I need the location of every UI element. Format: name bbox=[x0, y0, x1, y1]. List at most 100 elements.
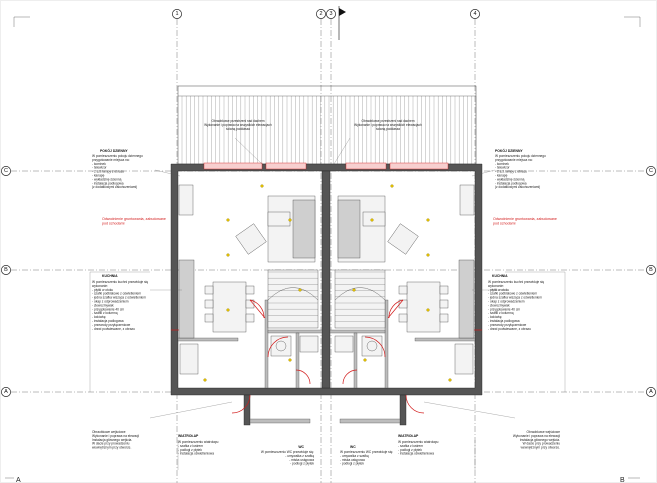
annotation-line: W pomieszczeniu kuchni przewiduje się bbox=[488, 280, 544, 284]
axis-label-2: 2 bbox=[319, 11, 322, 17]
annotation-line: - przewody przyłączeniowe bbox=[488, 323, 526, 327]
light-point-icon bbox=[288, 358, 292, 362]
axis-bubble-3: 3 bbox=[326, 9, 336, 19]
annotation-line: Obraobkowe przestrzeni nad dachem bbox=[362, 119, 415, 123]
annotation-line: - telewizor bbox=[92, 166, 107, 170]
light-point-icon bbox=[203, 378, 207, 382]
lighting-points bbox=[203, 184, 452, 382]
annotation-line: - szafki podblatowe z oświetleniem bbox=[488, 292, 537, 296]
annotation-line: Wykonanie i poprawa na wszystkich elewac… bbox=[204, 123, 272, 127]
annotation-line: - instalacja podłogowa bbox=[92, 181, 124, 185]
axis-bubble-a-right: A bbox=[646, 387, 656, 397]
annotation-line: W pomieszczeniu pokoju dziennego bbox=[495, 154, 546, 158]
axis-label-4: 4 bbox=[473, 11, 476, 17]
note-living-left: W pomieszczeniu pokoju dziennegoprzygoto… bbox=[92, 154, 143, 189]
axis-bubble-b-left: B bbox=[1, 265, 11, 275]
annotation-line: - podłogi z płytek bbox=[178, 448, 202, 452]
note-kitchen-right-title: KUCHNIA bbox=[492, 274, 508, 278]
annotation-line: - przygotowanie 40 cm bbox=[488, 307, 520, 311]
note-vestibule-right-title: WIATROŁAP bbox=[398, 434, 419, 438]
annotation-line: - kanapę bbox=[495, 174, 508, 178]
annotation-line: przygotowanie miejsca na: bbox=[495, 158, 533, 162]
note-kitchen-left-title: KUCHNIA bbox=[102, 274, 118, 278]
annotation-line: pod schodami bbox=[493, 221, 516, 225]
annotation-line: - szafki z kolumną bbox=[488, 311, 514, 315]
note-living-left-title: POKÓJ DZIENNY bbox=[100, 148, 128, 153]
note-kitchen-left: W pomieszczeniu kuchni przewiduje sięwyk… bbox=[92, 280, 148, 331]
annotation-line: W pomieszczeniu WC przewiduje się: bbox=[261, 450, 314, 454]
annotation-line: - miska ustępowa bbox=[289, 458, 314, 462]
axis-bubble-c-left: C bbox=[1, 166, 11, 176]
annotation-line: - telewizor bbox=[495, 166, 510, 170]
annotation-line: - kominek bbox=[92, 162, 106, 166]
note-roof-right: Obraobkowe przestrzeni nad dachemWykonan… bbox=[354, 119, 422, 131]
annotation-line: Wykonanie i poprawa na elewacji bbox=[92, 434, 139, 438]
annotation-line: W pomieszczeniu wiatrołapu bbox=[398, 440, 439, 444]
axis-bubble-c-right: C bbox=[646, 166, 656, 176]
annotation-line: wykonanie: bbox=[92, 284, 108, 288]
light-point-icon bbox=[260, 184, 264, 188]
axis-label-b-right: B bbox=[649, 267, 653, 273]
note-vestibule-left-title: WIATROŁAP bbox=[178, 434, 199, 438]
annotation-line: Wykonanie i poprawa na elewacji bbox=[513, 434, 560, 438]
light-point-icon bbox=[298, 288, 302, 292]
axis-bubble-4: 4 bbox=[470, 9, 480, 19]
axis-bubble-a-left: A bbox=[1, 387, 11, 397]
grid-axes: 1 2 3 4 C B A C bbox=[1, 9, 656, 483]
annotation-line: ścianą poddasza bbox=[226, 127, 250, 131]
axis-bubble-1: 1 bbox=[172, 9, 182, 19]
light-point-icon bbox=[226, 308, 230, 312]
note-vestibule-left: W pomieszczeniu wiatrołapu- szafka z lus… bbox=[178, 440, 219, 456]
annotation-line: - kanapę bbox=[92, 174, 105, 178]
annotation-line: - 2 szt. lampy z obrazu bbox=[495, 170, 527, 174]
annotation-line: - szafka z lustrem bbox=[178, 444, 203, 448]
note-vestibule-right: W pomieszczeniu wiatrołapu- szafka z lus… bbox=[398, 440, 439, 456]
note-wc-left-title: WC bbox=[298, 445, 304, 449]
section-marker-top bbox=[338, 6, 346, 40]
annotation-line: ścianą poddasza bbox=[376, 127, 400, 131]
note-kitchen-right: W pomieszczeniu kuchni przewiduje sięwyk… bbox=[488, 280, 544, 331]
terrace-hatch-lines bbox=[181, 96, 477, 164]
annotation-line: - okap z odprowadzeniem bbox=[92, 300, 129, 304]
axis-bubble-2: 2 bbox=[316, 9, 326, 19]
light-point-icon bbox=[226, 218, 230, 222]
axis-label-3: 3 bbox=[329, 11, 332, 17]
annotation-line: - wykładzinę ścienną bbox=[495, 177, 525, 181]
light-point-icon bbox=[448, 378, 452, 382]
building-walls bbox=[170, 163, 483, 426]
annotation-line: - instalacja podłogowa bbox=[92, 319, 124, 323]
note-living-right: W pomieszczeniu pokoju dziennegoprzygoto… bbox=[495, 154, 546, 189]
axis-label-c-left: C bbox=[4, 168, 8, 174]
annotation-line: - zlewozmywak bbox=[488, 303, 510, 307]
annotation-line: pod schodami bbox=[102, 221, 125, 225]
annotation-line: W pomieszczeniu wiatrołapu bbox=[178, 440, 219, 444]
annotation-line: (z dodatkowymi zakończeniami) bbox=[495, 185, 540, 189]
annotation-line: - lodówkę bbox=[92, 315, 106, 319]
annotation-line: W dacie przy prowadzeniu bbox=[92, 442, 130, 446]
annotation-line: - wykładzinę ścienną bbox=[92, 177, 122, 181]
annotation-line: - instalacja podłogowa bbox=[488, 319, 520, 323]
annotation-line: - okap z odprowadzeniem bbox=[488, 300, 525, 304]
annotation-line: wykonanie: bbox=[488, 284, 504, 288]
corner-mark-right-top bbox=[624, 16, 641, 27]
annotation-line: - drzwi podwieszane, z obrazu bbox=[92, 327, 135, 331]
annotation-line: Obraobkowe wejściowe bbox=[527, 430, 561, 434]
note-wc-right-title: WC bbox=[350, 445, 356, 449]
note-roof-left: Obraobkowe przestrzeni nad dachemWykonan… bbox=[204, 119, 272, 131]
annotation-line: Wykonanie i poprawa na wszystkich elewac… bbox=[354, 123, 422, 127]
annotation-line: - jedna szafka wisząca z oświetleniem bbox=[488, 296, 542, 300]
light-point-icon bbox=[352, 288, 356, 292]
right-unit-furniture bbox=[334, 184, 475, 414]
light-point-icon bbox=[390, 184, 394, 188]
corner-label-right: B bbox=[620, 477, 625, 483]
note-wc-left: W pomieszczeniu WC przewiduje się:- umyw… bbox=[261, 450, 315, 466]
axis-label-a-right: A bbox=[649, 389, 653, 395]
annotation-line: - instalacja podłogowa bbox=[495, 181, 527, 185]
annotation-line: wewnętrznym przy otworze. bbox=[92, 446, 131, 450]
annotation-line: - miska ustępowa bbox=[340, 458, 365, 462]
annotation-line: - umywalka z szafką bbox=[285, 454, 314, 458]
leader-lines bbox=[89, 137, 566, 470]
